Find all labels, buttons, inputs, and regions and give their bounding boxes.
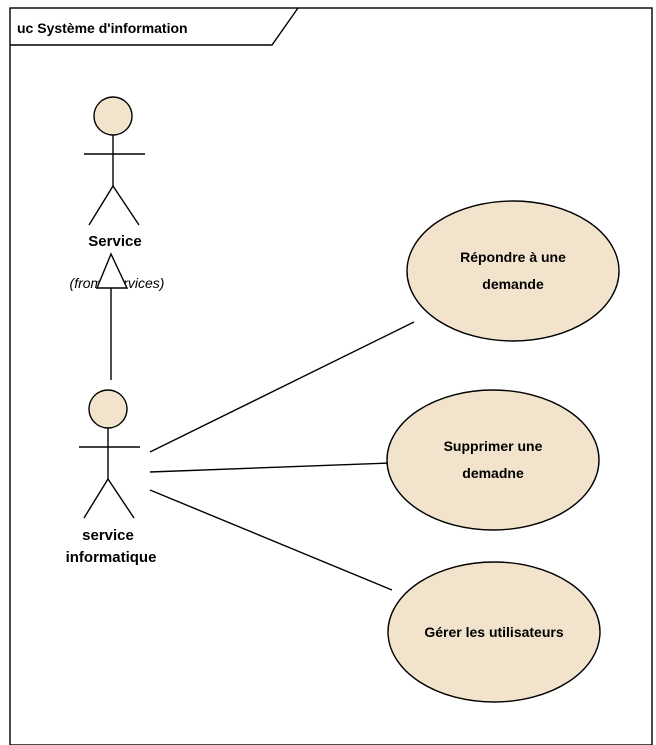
actor-service-informatique-name-line2: informatique: [66, 549, 157, 566]
use-case-gerer-ellipse: [387, 561, 601, 703]
use-case-gerer-line1: Gérer les utilisateurs: [424, 624, 564, 640]
actor-service-informatique[interactable]: service informatique: [66, 389, 157, 566]
association-repondre: [149, 321, 415, 453]
use-case-supprimer-ellipse: [386, 389, 600, 531]
association-supprimer: [149, 462, 391, 473]
association-gerer: [149, 489, 393, 591]
use-case-supprimer-line2: demadne: [462, 465, 524, 481]
frame-tab: [10, 7, 299, 46]
actor-service-informatique-right-leg: [107, 478, 135, 519]
generalization-triangle: [95, 252, 129, 289]
actor-service-name: Service: [88, 233, 141, 250]
use-case-repondre-ellipse: [406, 200, 620, 342]
generalization-arrow: [95, 252, 129, 380]
use-case-repondre[interactable]: Répondre à une demande: [406, 200, 620, 342]
associations: [149, 321, 415, 591]
use-case-supprimer[interactable]: Supprimer une demadne: [386, 389, 600, 531]
frame-title: uc Système d'information: [17, 20, 188, 36]
use-case-gerer[interactable]: Gérer les utilisateurs: [387, 561, 601, 703]
actor-service-right-leg: [112, 185, 140, 226]
actor-service-head: [93, 96, 133, 136]
use-case-supprimer-line1: Supprimer une: [444, 438, 543, 454]
use-case-repondre-line2: demande: [482, 276, 544, 292]
actor-service-left-leg: [88, 185, 114, 226]
actor-service-informatique-name-line1: service: [82, 527, 134, 544]
actor-service-informatique-head: [88, 389, 128, 429]
actor-service-informatique-left-leg: [83, 478, 109, 519]
use-case-repondre-line1: Répondre à une: [460, 249, 566, 265]
